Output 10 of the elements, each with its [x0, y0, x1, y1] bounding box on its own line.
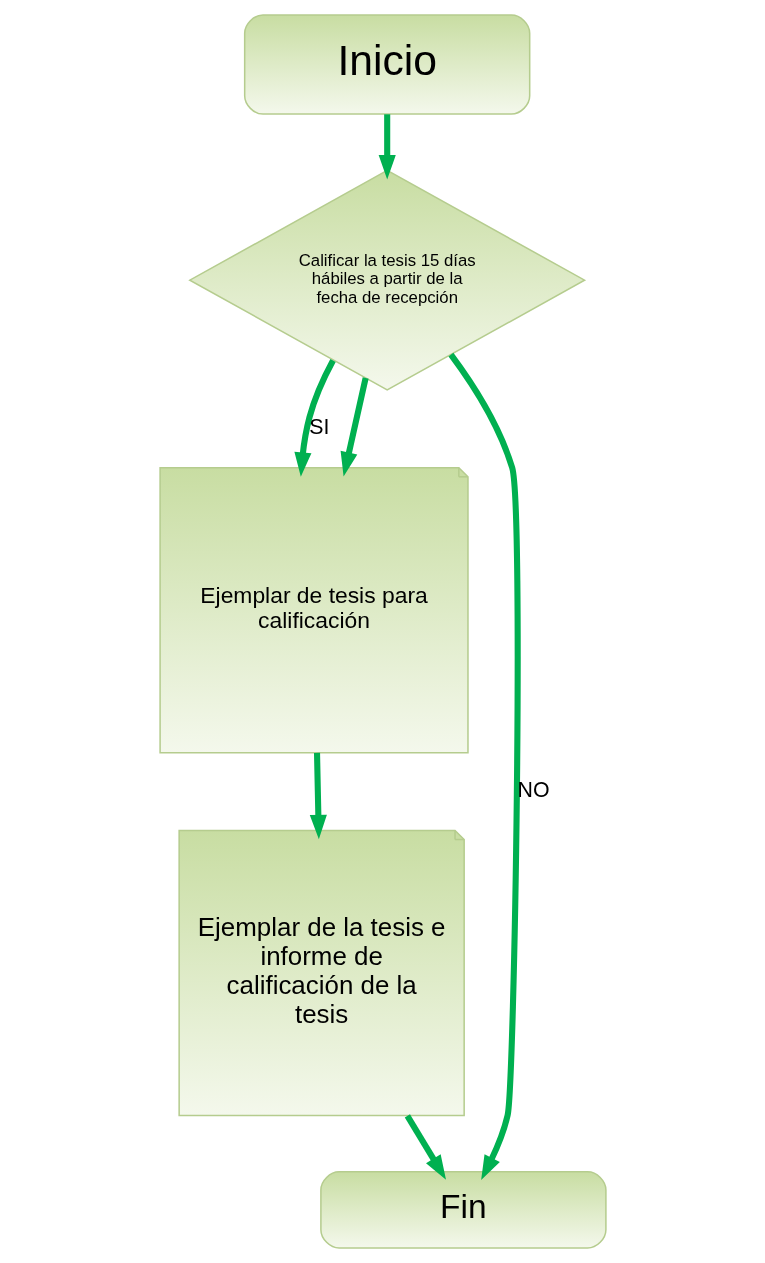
arrow	[378, 114, 396, 180]
arrow	[404, 1114, 446, 1180]
edge-label: SI	[308, 415, 329, 440]
arrow	[447, 352, 521, 1180]
arrow	[309, 752, 327, 840]
node-box: Fin	[319, 1171, 607, 1249]
node-box: Inicio	[243, 14, 530, 115]
arrow	[340, 377, 369, 477]
node-diamond: Calificar la tesis 15 días hábiles a partir de la fecha de recepción	[187, 169, 586, 391]
arrow	[293, 359, 336, 477]
